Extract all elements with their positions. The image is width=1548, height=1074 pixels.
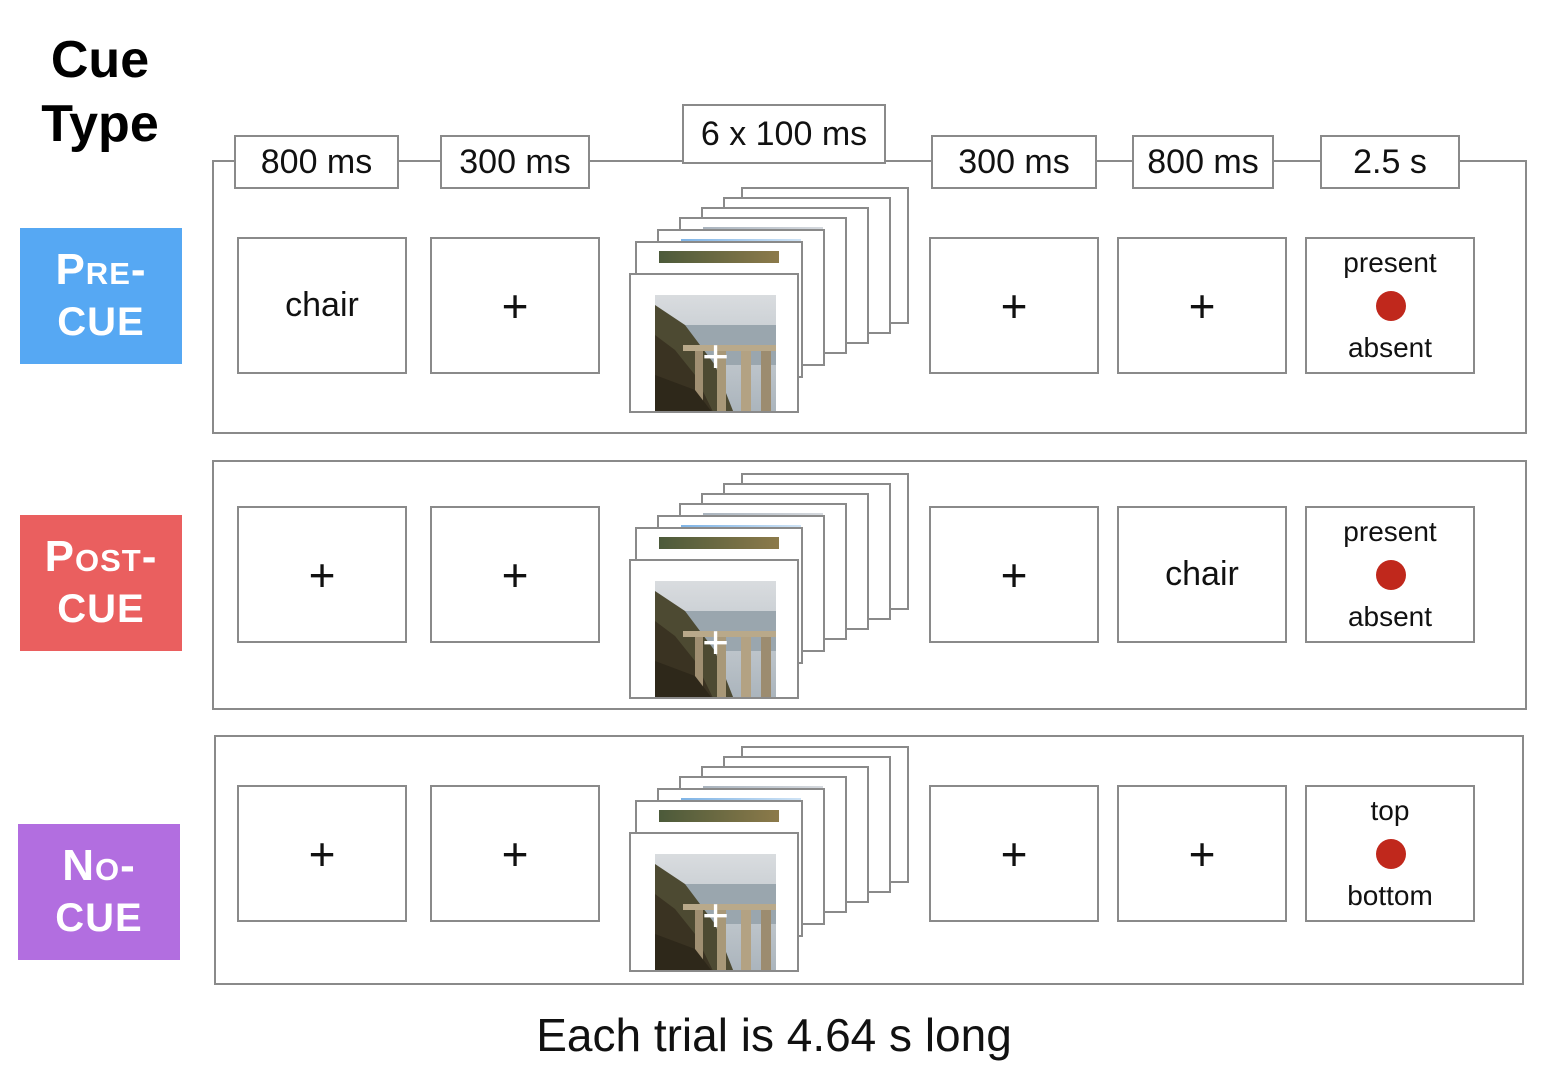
cue-label-line-2: cue xyxy=(57,587,145,631)
cue-label-precue: Pre- cue xyxy=(20,228,182,364)
cue-label-line-1: Pre- xyxy=(55,245,147,294)
cue-frame: chair xyxy=(237,237,407,374)
response-option-top: present xyxy=(1343,516,1437,547)
bridge-photo: + xyxy=(655,581,776,697)
fixation-frame: + xyxy=(430,237,600,374)
timing-label-cue: 800 ms xyxy=(234,135,399,189)
fixation-frame: + xyxy=(929,785,1099,922)
fixation-frame: + xyxy=(1117,785,1287,922)
cue-type-heading: Cue Type xyxy=(10,28,190,156)
response-frame: top bottom xyxy=(1305,785,1475,922)
cue-label-line-2: cue xyxy=(55,896,143,940)
timing-label-cue-2: 800 ms xyxy=(1132,135,1274,189)
stream-image-front: + xyxy=(629,559,799,699)
bridge-photo: + xyxy=(655,295,776,411)
image-stream-postcue: + xyxy=(629,473,914,699)
response-option-bottom: bottom xyxy=(1347,880,1433,911)
fixation-cross: + xyxy=(501,279,529,332)
fixation-cross: + xyxy=(501,827,529,880)
cue-label-postcue: Post- cue xyxy=(20,515,182,651)
stream-image-strip xyxy=(659,810,779,822)
fixation-frame: + xyxy=(237,785,407,922)
heading-line-1: Cue xyxy=(50,31,150,89)
fixation-cross: + xyxy=(1000,827,1028,880)
stream-fixation-cross: + xyxy=(702,889,729,941)
stream-fixation-cross: + xyxy=(702,330,729,382)
response-option-bottom: absent xyxy=(1347,601,1433,632)
cue-label-line-2: cue xyxy=(57,300,145,344)
bridge-photo: + xyxy=(655,854,776,970)
response-option-top: present xyxy=(1343,247,1437,278)
image-stream-precue: + xyxy=(629,187,914,413)
cue-frame: chair xyxy=(1117,506,1287,643)
fixation-frame: + xyxy=(237,506,407,643)
fixation-frame: + xyxy=(1117,237,1287,374)
frame-text: chair xyxy=(285,286,359,324)
response-option-top: top xyxy=(1370,795,1410,826)
response-dot xyxy=(1376,839,1406,869)
fixation-frame: + xyxy=(430,506,600,643)
frame-text: chair xyxy=(1165,555,1239,593)
fixation-cross: + xyxy=(501,548,529,601)
bridge-photo-graphic xyxy=(655,295,776,411)
fixation-cross: + xyxy=(1000,548,1028,601)
fixation-cross: + xyxy=(308,548,336,601)
timing-label-pre-fixation: 300 ms xyxy=(440,135,590,189)
stream-image-strip xyxy=(659,251,779,263)
bridge-photo-graphic xyxy=(655,581,776,697)
fixation-cross: + xyxy=(1188,279,1216,332)
response-option-bottom: absent xyxy=(1347,332,1433,363)
cue-label-line-1: Post- xyxy=(44,532,158,581)
fixation-cross: + xyxy=(308,827,336,880)
fixation-cross: + xyxy=(1000,279,1028,332)
timing-label-post-fixation: 300 ms xyxy=(931,135,1097,189)
trial-duration-caption: Each trial is 4.64 s long xyxy=(536,1009,1012,1061)
timing-label-stream: 6 x 100 ms xyxy=(682,104,886,164)
stream-image-front: + xyxy=(629,832,799,972)
stream-fixation-cross: + xyxy=(702,616,729,668)
response-dot xyxy=(1376,560,1406,590)
cue-label-nocue: No- cue xyxy=(18,824,180,960)
fixation-cross: + xyxy=(1188,827,1216,880)
timing-label-response: 2.5 s xyxy=(1320,135,1460,189)
stream-image-front: + xyxy=(629,273,799,413)
stream-image-strip xyxy=(659,537,779,549)
fixation-frame: + xyxy=(929,506,1099,643)
cue-label-line-1: No- xyxy=(62,841,136,890)
bridge-photo-graphic xyxy=(655,854,776,970)
response-frame: present absent xyxy=(1305,237,1475,374)
fixation-frame: + xyxy=(430,785,600,922)
image-stream-nocue: + xyxy=(629,746,914,972)
heading-line-2: Type xyxy=(41,95,159,153)
response-dot xyxy=(1376,291,1406,321)
fixation-frame: + xyxy=(929,237,1099,374)
response-frame: present absent xyxy=(1305,506,1475,643)
